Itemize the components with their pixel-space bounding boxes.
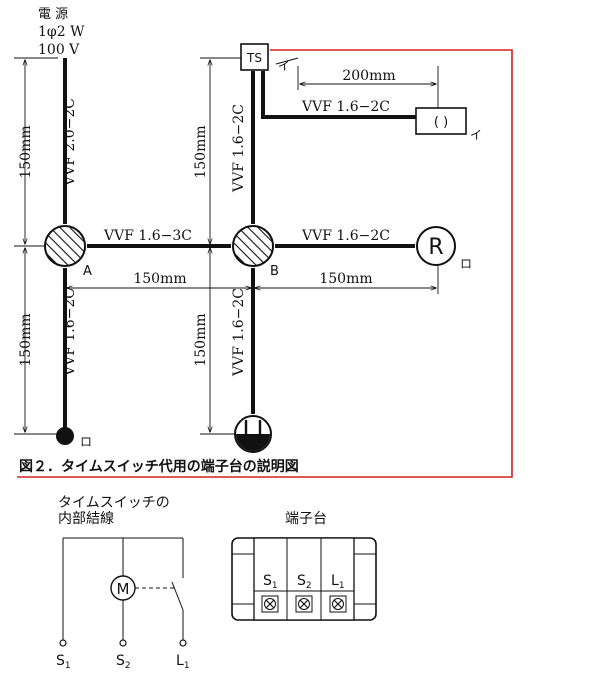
figure-caption: 図２．タイムスイッチ代用の端子台の説明図 xyxy=(19,458,299,475)
internal-switch-blade xyxy=(171,581,184,611)
internal-s1-label: S1 xyxy=(56,653,71,671)
cable-b-to-outlet: VVF 1.6−2C xyxy=(231,288,247,377)
label-i-lamp: イ xyxy=(470,128,482,142)
screw-s2-icon xyxy=(295,595,313,613)
cable-a-to-b: VVF 1.6−3C xyxy=(103,228,192,244)
lamp-r-icon xyxy=(416,226,456,266)
outlet-lower-fill xyxy=(236,434,270,451)
dim-a-b-label: 150mm xyxy=(133,271,186,287)
tb-s2-label: S2 xyxy=(297,573,312,591)
leader-line xyxy=(275,57,299,65)
cable-ts-to-lamp: VVF 1.6−2C xyxy=(301,99,390,115)
label-ro-left: ロ xyxy=(80,435,92,449)
terminal-s2 xyxy=(119,639,127,647)
junction-box-a xyxy=(44,225,86,267)
motor-icon xyxy=(110,575,136,601)
junction-box-b xyxy=(232,225,274,267)
cable-b-to-r: VVF 1.6−2C xyxy=(301,228,390,244)
dim-b-r-label: 150mm xyxy=(319,271,372,287)
power-phase: 1φ2 W xyxy=(38,24,85,40)
internal-l1-label: L1 xyxy=(176,653,190,671)
wire-ts-to-lamp xyxy=(261,71,416,119)
label-box-a: A xyxy=(83,264,92,279)
terminal-s1 xyxy=(59,639,67,647)
cable-src-to-a: VVF 2.0−2C xyxy=(62,98,78,187)
label-i-ts: イ xyxy=(278,59,290,73)
dim-mid-lower-label: 150mm xyxy=(193,313,209,366)
tb-s1-label: S1 xyxy=(263,573,278,591)
lamp-i-symbol: ( ) xyxy=(434,115,448,130)
explanation-frame xyxy=(17,49,513,478)
internal-s2-label: S2 xyxy=(116,653,131,671)
dim-left-lower-label: 150mm xyxy=(18,313,34,366)
terminal-l1 xyxy=(179,639,187,647)
time-switch-box xyxy=(240,43,269,71)
dim-left-upper-label: 150mm xyxy=(18,125,34,178)
power-voltage: 100 V xyxy=(38,42,80,58)
lamp-i-box xyxy=(415,107,467,135)
internal-title-1: タイムスイッチの xyxy=(58,495,170,511)
time-switch-label: TS xyxy=(246,51,262,65)
power-label: 電 源 xyxy=(38,7,68,22)
internal-title-2: 内部結線 xyxy=(58,511,114,527)
cable-b-to-ts: VVF 1.6−2C xyxy=(231,104,247,193)
dim-ts-lamp-label: 200mm xyxy=(342,68,395,84)
screw-s1-icon xyxy=(261,595,279,613)
terminal-block-title: 端子台 xyxy=(285,511,327,527)
label-box-b: B xyxy=(270,264,279,279)
tb-l1-label: L1 xyxy=(331,573,345,591)
dim-mid-upper-label: 150mm xyxy=(193,125,209,178)
cable-a-to-lamp: VVF 1.6−2C xyxy=(62,288,78,377)
screw-l1-icon xyxy=(329,595,347,613)
label-ro-r: ロ xyxy=(460,257,472,271)
lamp-ro-dot xyxy=(56,427,74,445)
lamp-r-label: R xyxy=(428,235,443,260)
motor-label: M xyxy=(117,580,130,598)
